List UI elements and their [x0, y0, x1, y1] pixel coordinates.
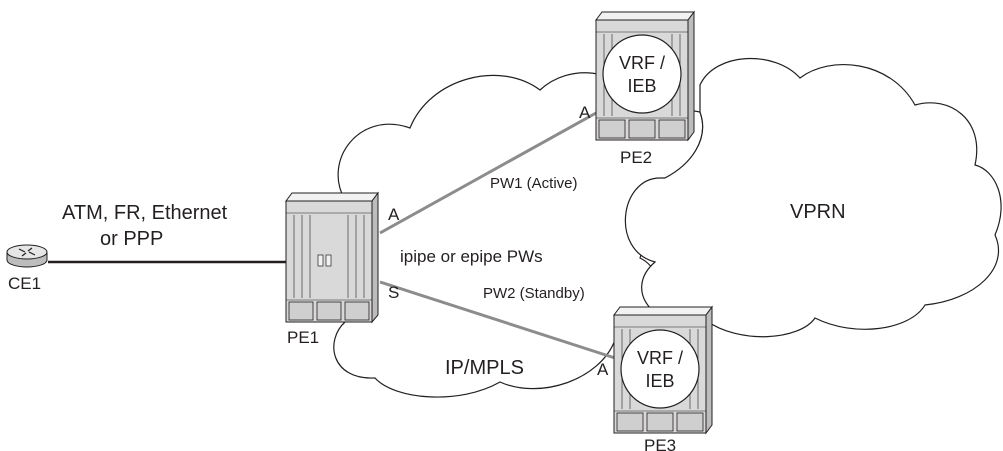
ce1-label: CE1 — [8, 274, 41, 293]
pe3-chassis — [613, 305, 713, 435]
vprn-label: VPRN — [790, 201, 846, 223]
pe1-chassis — [285, 191, 379, 324]
pw1-line — [379, 106, 606, 235]
pe2-vrf-label-1: VRF / — [619, 53, 665, 73]
pw2-line — [379, 280, 616, 360]
pe1-label: PE1 — [287, 328, 319, 347]
pe3-vrf-circle — [620, 329, 700, 409]
pw2-label: PW2 (Standby) — [483, 285, 585, 302]
pe2-vrf-circle — [602, 34, 682, 114]
ce1-router-icon — [6, 244, 48, 268]
access-line-label-1: ATM, FR, Ethernet — [62, 202, 228, 224]
pe2-port-label: A — [579, 103, 591, 122]
pw1-label: PW1 (Active) — [490, 175, 578, 192]
pe3-vrf-label-1: VRF / — [637, 348, 683, 368]
access-line-label-2: or PPP — [100, 228, 163, 250]
pe2-vrf-label-2: IEB — [627, 76, 656, 96]
pe1-active-port-label: A — [388, 205, 400, 224]
pe3-label: PE3 — [644, 436, 676, 451]
pw-types-label: ipipe or epipe PWs — [400, 247, 543, 266]
pe3-vrf-label-2: IEB — [645, 371, 674, 391]
pe1-standby-port-label: S — [388, 283, 399, 302]
pe3-port-label: A — [597, 360, 609, 379]
ip-mpls-label: IP/MPLS — [445, 357, 524, 379]
pe2-label: PE2 — [620, 148, 652, 167]
pe2-chassis — [595, 10, 695, 142]
